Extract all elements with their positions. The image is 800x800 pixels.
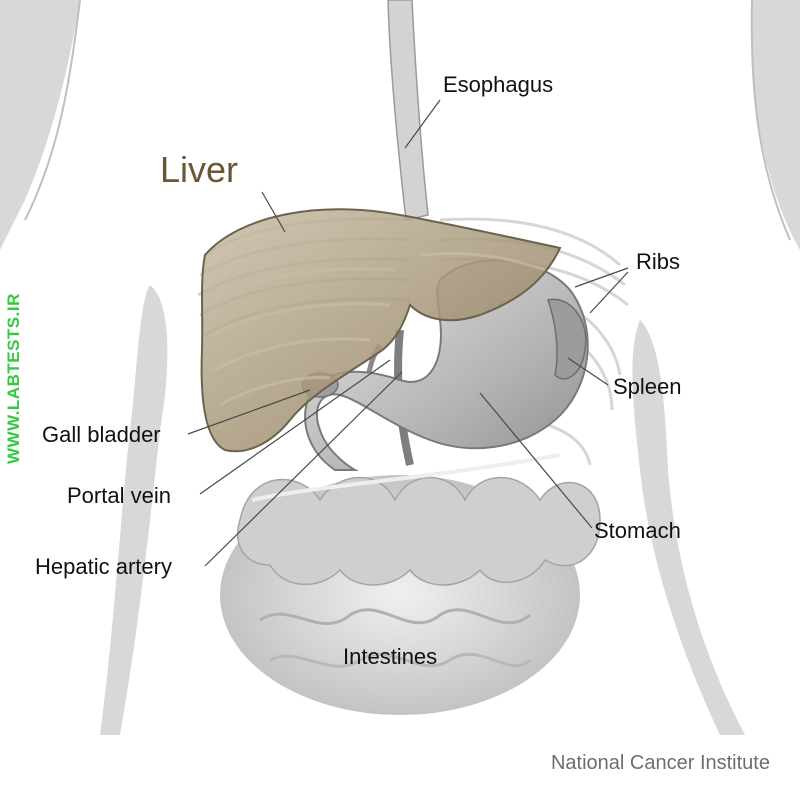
stomach-shape <box>304 259 589 471</box>
credit-text: National Cancer Institute <box>550 752 770 774</box>
label-stomach: Stomach <box>594 518 681 543</box>
torso-outline <box>24 0 791 241</box>
liver-rib-overlay <box>211 252 546 407</box>
intestines-shape <box>220 453 601 715</box>
label-esophagus: Esophagus <box>443 72 554 97</box>
label-intestines: Intestines <box>343 644 438 669</box>
watermark-text: WWW.LABTESTS.IR <box>4 293 23 464</box>
right-arm-shape <box>751 0 800 250</box>
label-portal-vein: Portal vein <box>67 483 171 508</box>
label-gall-bladder: Gall bladder <box>42 422 161 447</box>
label-ribs: Ribs <box>636 249 681 274</box>
esophagus-shape <box>387 0 429 221</box>
label-liver: Liver <box>160 149 239 190</box>
leader-lines <box>187 99 629 567</box>
left-hip-shape <box>100 285 168 735</box>
label-spleen: Spleen <box>613 374 682 399</box>
watermark: WWW.LABTESTS.IR <box>4 232 26 464</box>
spleen-shape <box>547 298 587 380</box>
left-arm-shape <box>0 0 80 250</box>
label-hepatic-artery: Hepatic artery <box>35 554 172 579</box>
liver-shape <box>200 208 562 453</box>
right-hip-shape <box>632 320 745 735</box>
